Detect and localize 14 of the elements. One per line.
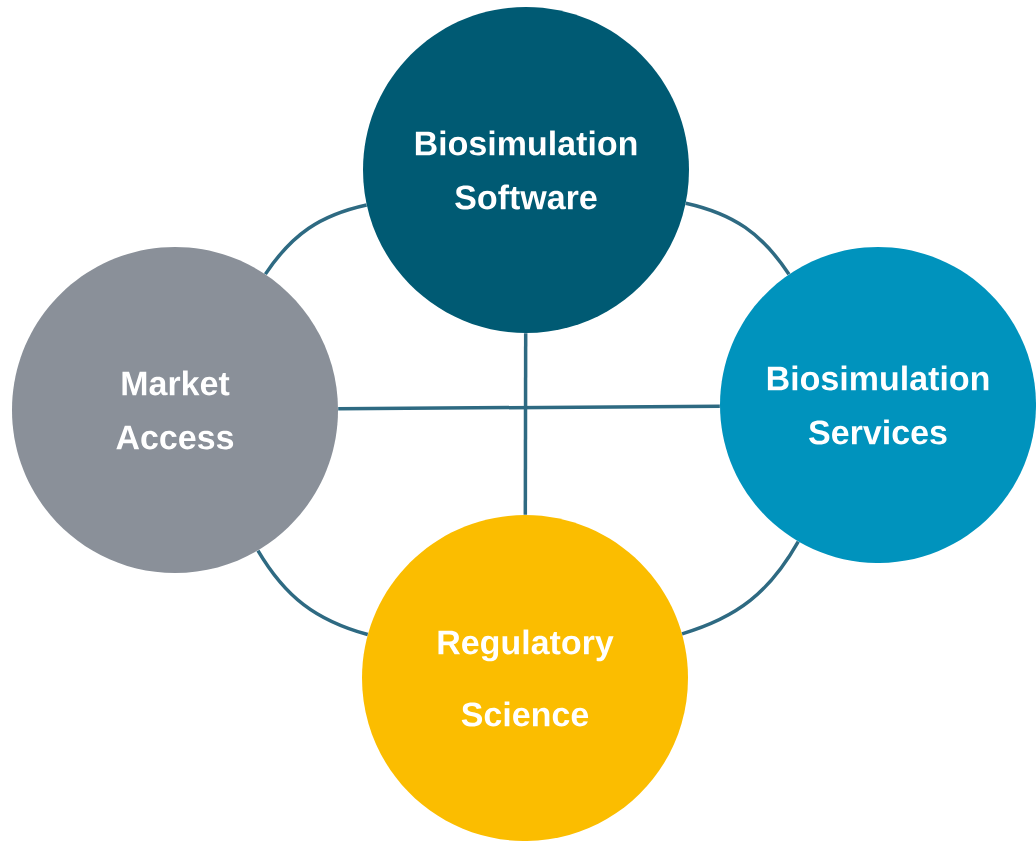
connector-line	[256, 549, 369, 637]
connector-line	[681, 540, 800, 636]
node-label: Market Access	[116, 370, 234, 450]
node-label: Regulatory Science	[438, 629, 614, 727]
circle-node	[363, 7, 689, 333]
node-label: Biosimulation Services	[767, 365, 989, 445]
connector-line	[523, 333, 528, 515]
connector-line	[263, 203, 367, 276]
circle-node	[720, 247, 1036, 563]
circle-node	[362, 515, 688, 841]
node-label: Biosimulation Software	[415, 130, 637, 210]
connector-line	[338, 404, 720, 411]
circle-node	[12, 247, 338, 573]
connector-line	[685, 201, 791, 276]
